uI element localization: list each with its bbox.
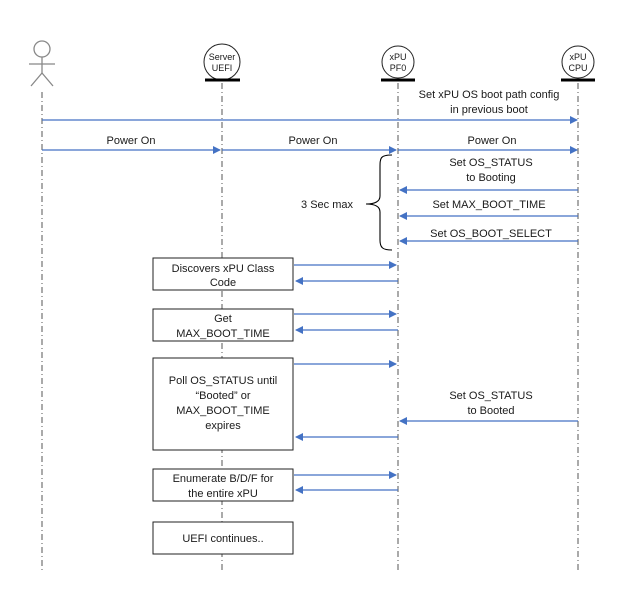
- label-max-boot-time: Set MAX_BOOT_TIME: [432, 199, 545, 211]
- box-uefi-continues: [152, 521, 294, 555]
- participant-xpu-pf0: xPU PF0: [381, 45, 415, 82]
- label-power-on-1: Power On: [107, 135, 156, 147]
- server-uefi-line2: UEFI: [212, 63, 233, 73]
- server-uefi-line1: Server: [209, 52, 236, 62]
- xpu-pf0-line1: xPU: [389, 52, 406, 62]
- enumerate-line1: Enumerate B/D/F for: [173, 473, 274, 485]
- xpu-cpu-line1: xPU: [569, 52, 586, 62]
- poll-line4: expires: [205, 420, 241, 432]
- box-enumerate: [152, 468, 294, 502]
- label-boot-path-config-2: in previous boot: [450, 104, 528, 116]
- uefi-continues-label: UEFI continues..: [182, 533, 263, 545]
- label-os-status-booted-2: to Booted: [467, 405, 514, 417]
- box-discovers: [152, 257, 294, 291]
- enumerate-line2: the entire xPU: [188, 488, 258, 500]
- xpu-cpu-line2: CPU: [568, 63, 587, 73]
- label-os-status-booting-1: Set OS_STATUS: [449, 157, 532, 169]
- label-power-on-2: Power On: [289, 135, 338, 147]
- participant-server-uefi: Server UEFI: [203, 43, 241, 82]
- label-os-status-booting-2: to Booting: [466, 172, 516, 184]
- discovers-line1: Discovers xPU Class: [172, 263, 275, 275]
- get-max-line1: Get: [214, 313, 232, 325]
- box-get-max-boot-time: [152, 308, 294, 342]
- brace-3-sec: [365, 154, 393, 251]
- user-actor-icon: [29, 40, 55, 87]
- discovers-line2: Code: [210, 277, 236, 289]
- box-poll-os-status: [152, 357, 294, 451]
- xpu-pf0-line2: PF0: [390, 63, 407, 73]
- poll-line3: MAX_BOOT_TIME: [176, 405, 270, 417]
- label-os-boot-select: Set OS_BOOT_SELECT: [430, 228, 552, 240]
- brace-label: 3 Sec max: [301, 199, 353, 211]
- label-boot-path-config-1: Set xPU OS boot path config: [419, 89, 560, 101]
- poll-line1: Poll OS_STATUS until: [169, 375, 277, 387]
- label-power-on-3: Power On: [468, 135, 517, 147]
- get-max-line2: MAX_BOOT_TIME: [176, 328, 270, 340]
- poll-line2: “Booted” or: [195, 390, 250, 402]
- participant-xpu-cpu: xPU CPU: [561, 45, 595, 82]
- label-os-status-booted-1: Set OS_STATUS: [449, 390, 532, 402]
